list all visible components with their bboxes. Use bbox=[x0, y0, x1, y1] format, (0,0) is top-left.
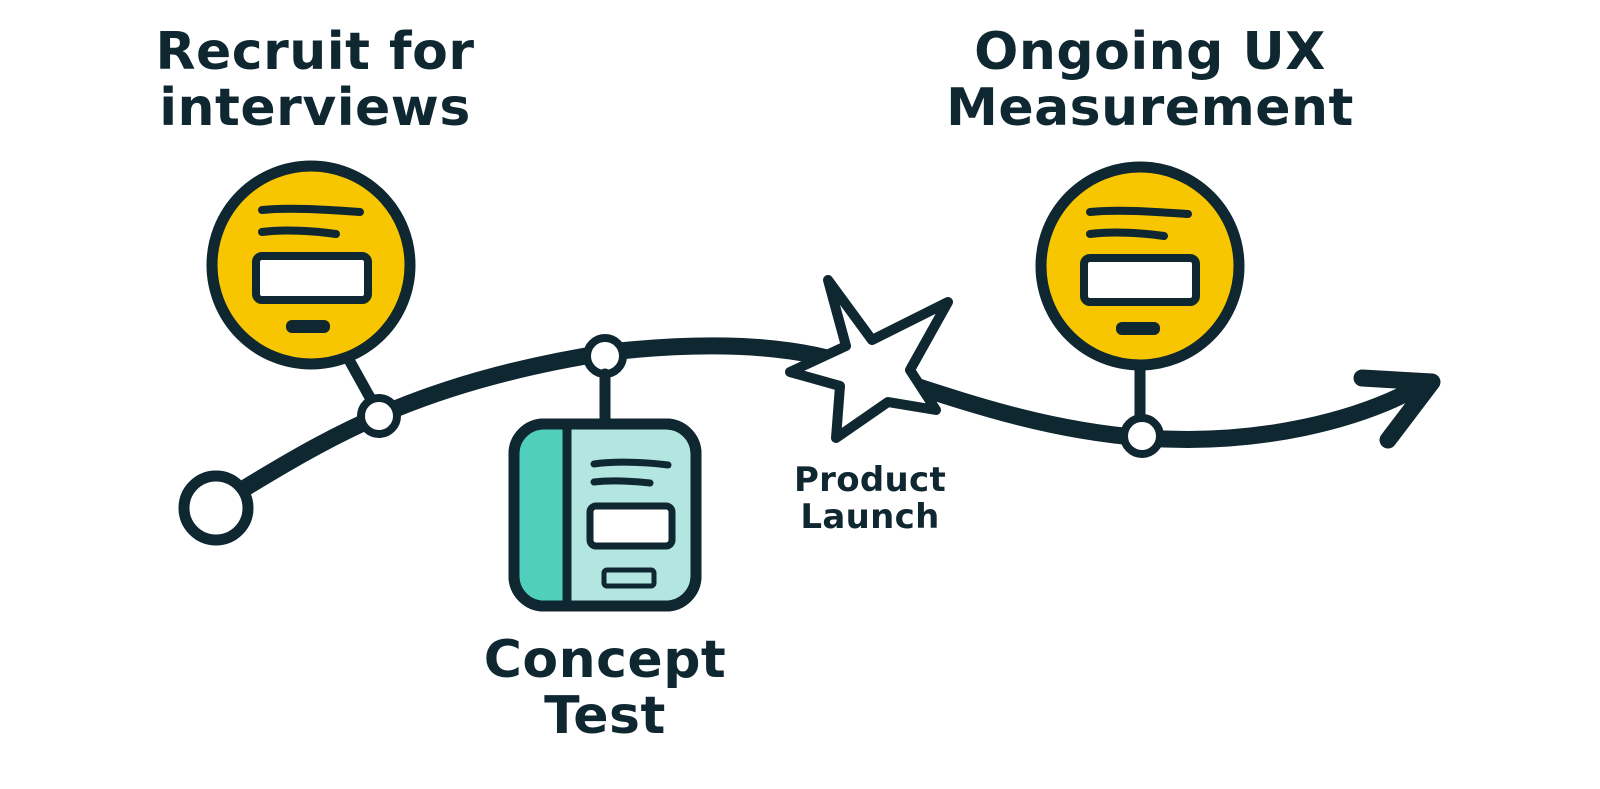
concept-label-line1: Concept bbox=[483, 630, 727, 690]
survey-card-icon bbox=[586, 458, 676, 589]
ongoing-label: Ongoing UX Measurement bbox=[930, 24, 1370, 136]
concept-label-line2: Test bbox=[544, 686, 666, 747]
survey-form-icon bbox=[1080, 206, 1200, 335]
survey-form-icon bbox=[252, 204, 372, 333]
start-node bbox=[178, 470, 254, 546]
form-line-2 bbox=[258, 226, 340, 238]
recruit-label-line2: interviews bbox=[159, 78, 471, 139]
recruit-bubble bbox=[206, 160, 416, 370]
form-input-box bbox=[252, 252, 372, 304]
concept-card-spine bbox=[519, 429, 567, 601]
concept-card bbox=[508, 418, 702, 612]
concept-label: Concept Test bbox=[455, 632, 755, 744]
ongoing-node bbox=[1120, 414, 1164, 458]
recruit-label: Recruit for interviews bbox=[140, 24, 490, 136]
form-submit-bar bbox=[286, 320, 330, 333]
form-line-2 bbox=[1086, 228, 1168, 240]
recruit-node bbox=[357, 394, 401, 438]
card-input-box bbox=[586, 502, 676, 550]
ongoing-label-line2: Measurement bbox=[946, 78, 1354, 139]
form-line-1 bbox=[258, 204, 364, 216]
card-submit-box bbox=[601, 567, 657, 589]
form-submit-bar bbox=[1116, 322, 1160, 335]
arrow-head-icon bbox=[1353, 369, 1441, 449]
ongoing-label-line1: Ongoing UX bbox=[974, 22, 1326, 82]
launch-label-line1: Product bbox=[793, 460, 947, 500]
card-line-2 bbox=[590, 477, 654, 487]
ongoing-bubble bbox=[1035, 161, 1245, 371]
form-input-box bbox=[1080, 254, 1200, 306]
concept-card-outline bbox=[508, 418, 702, 612]
card-line-1 bbox=[590, 458, 672, 469]
recruit-label-line1: Recruit for bbox=[155, 22, 475, 82]
launch-label: Product Launch bbox=[770, 462, 970, 535]
launch-label-line2: Launch bbox=[800, 496, 940, 537]
form-line-1 bbox=[1086, 206, 1192, 218]
star-icon bbox=[785, 275, 953, 443]
